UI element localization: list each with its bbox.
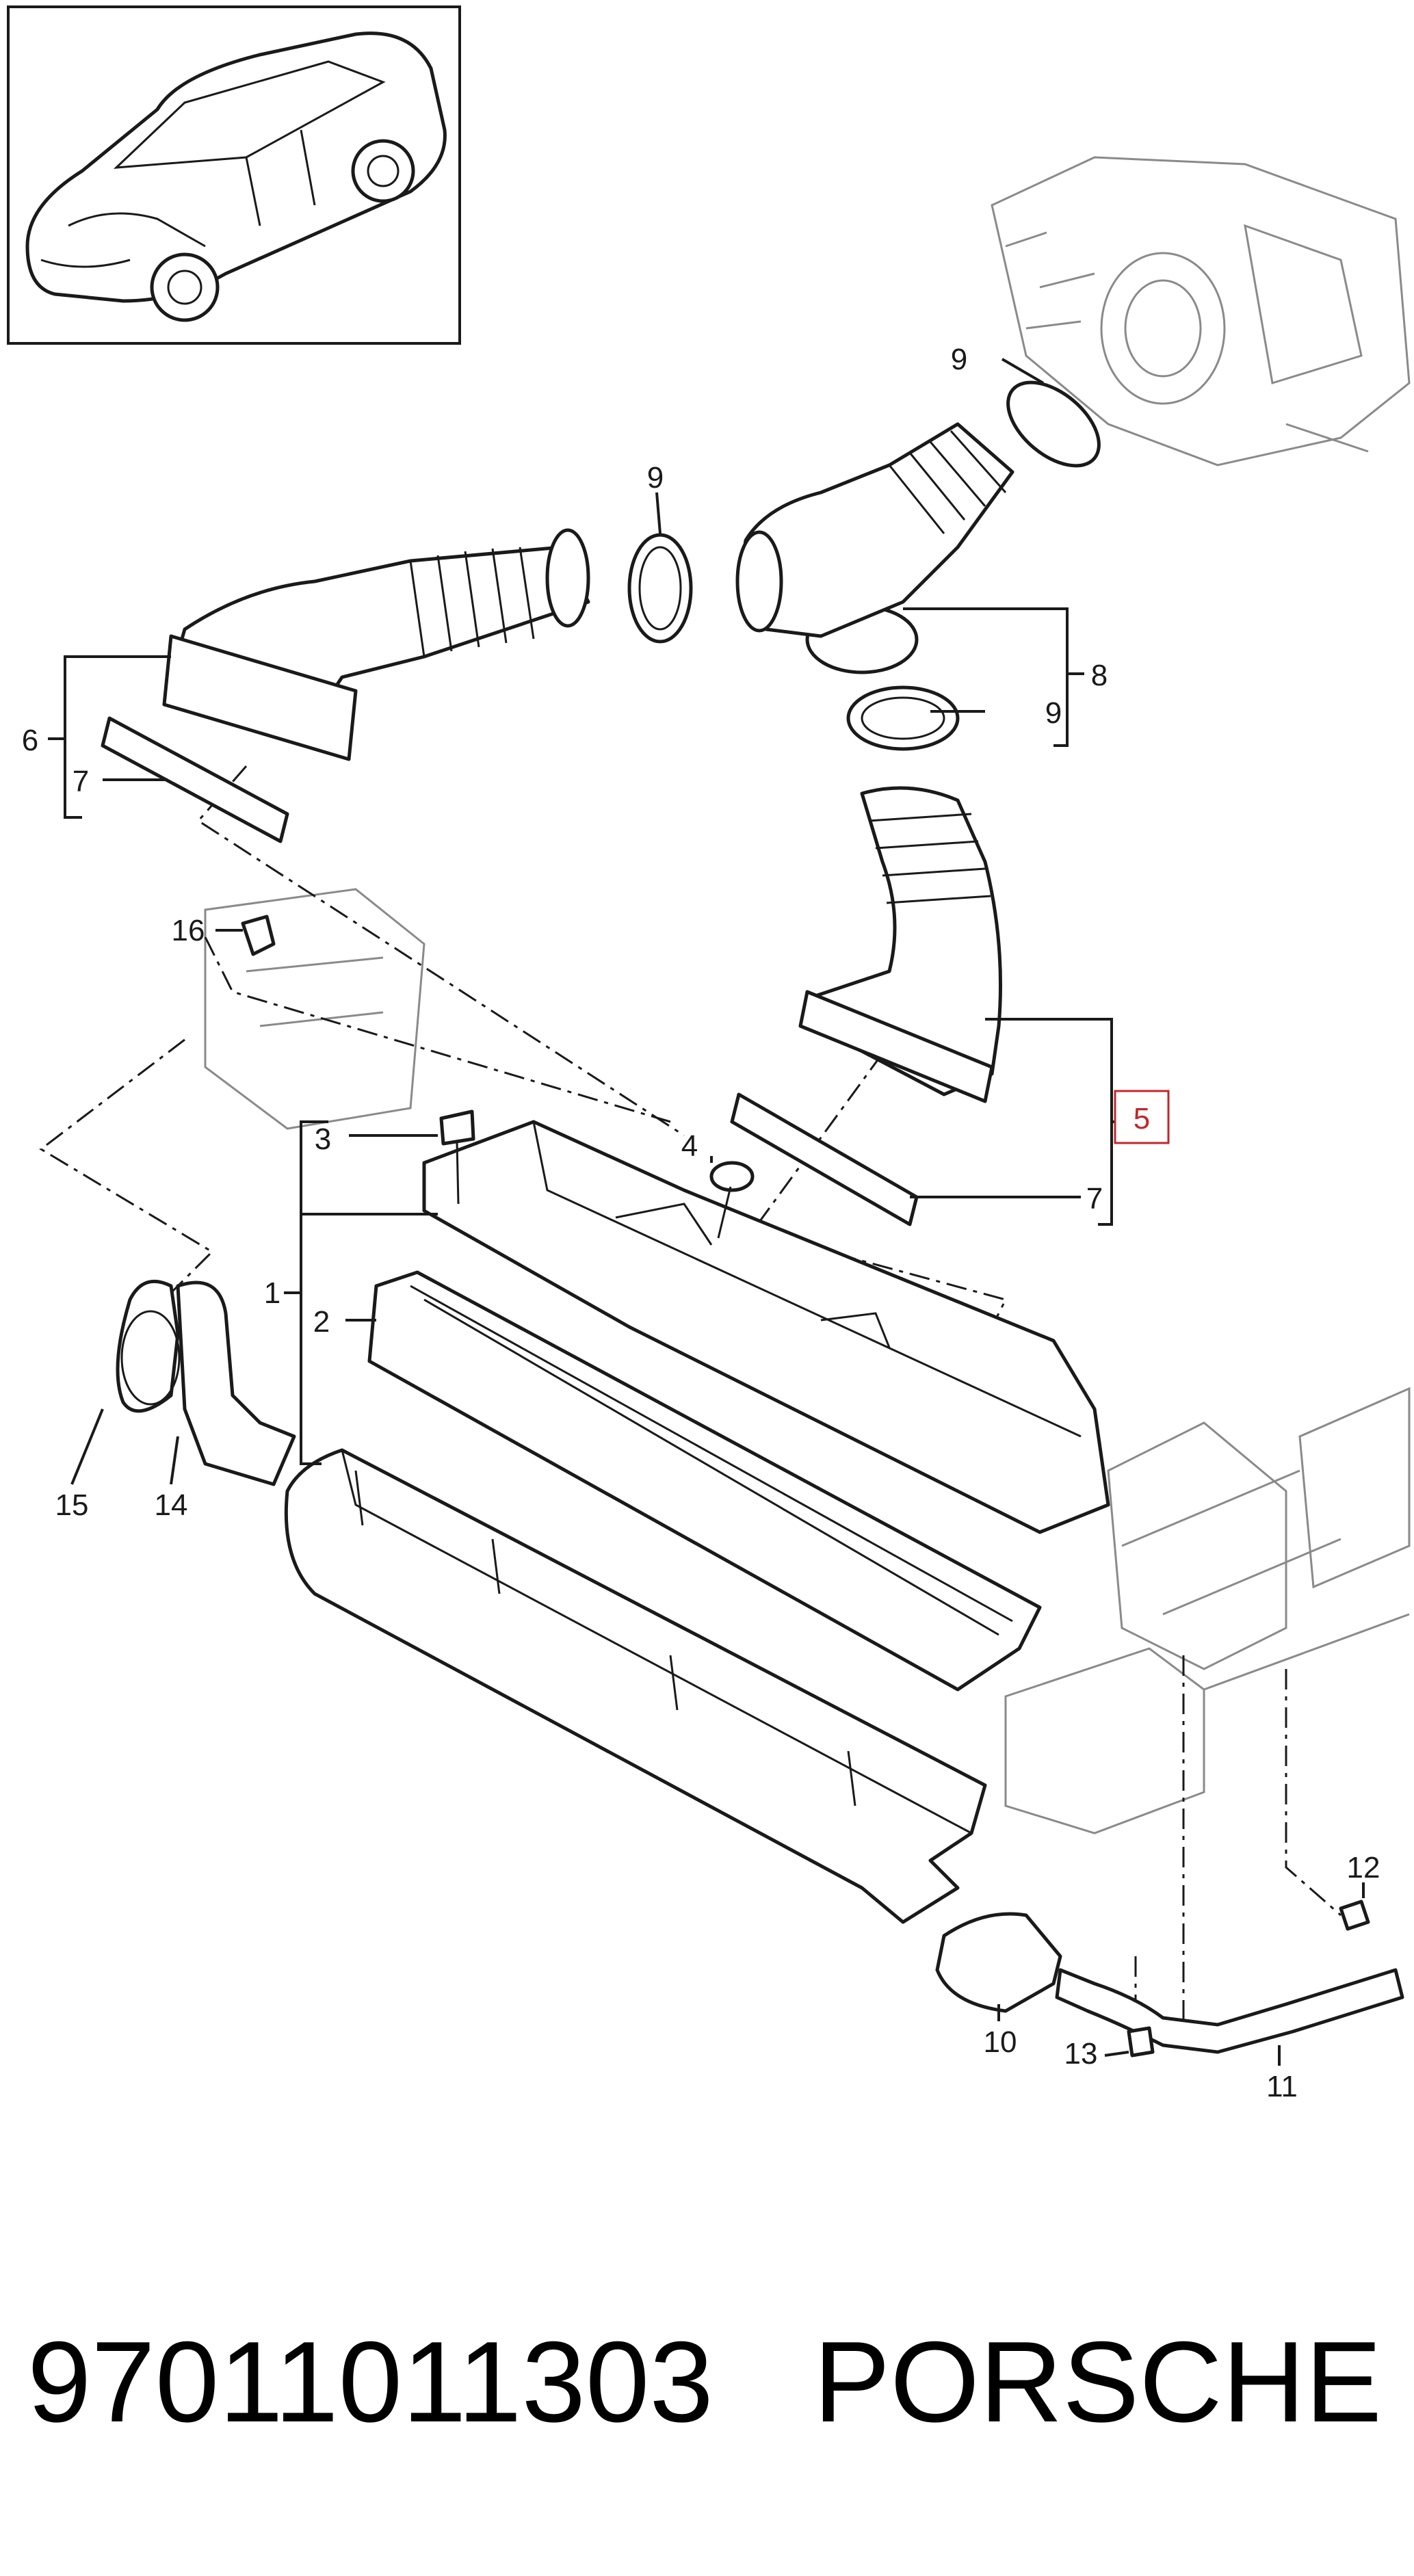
footer: 97011011303 PORSCHE — [27, 2317, 1382, 2446]
left-duct-and-seal — [116, 1279, 296, 1486]
filter-element — [367, 1270, 1042, 1692]
callout-label: 4 — [681, 1129, 698, 1163]
callout-highlight[interactable]: 5 — [1114, 1090, 1170, 1144]
resonator-pipe — [935, 1900, 1404, 2058]
callout-label: 16 — [172, 914, 205, 947]
callout-label: 2 — [313, 1305, 330, 1339]
brand-name: PORSCHE — [813, 2317, 1382, 2446]
callout-label: 7 — [1086, 1182, 1103, 1215]
callout-label: 8 — [1091, 659, 1108, 692]
callout-labels: 1 2 3 4 5 6 7 7 8 9 9 9 10 11 12 13 14 1… — [22, 343, 1380, 2103]
callout-label-highlighted: 5 — [1134, 1102, 1150, 1135]
callout-label: 13 — [1064, 2037, 1098, 2071]
left-intake-hose — [101, 528, 590, 843]
callout-label: 3 — [315, 1122, 331, 1156]
callout-label: 9 — [951, 343, 967, 376]
airbox-lower — [284, 1448, 987, 1924]
upper-right-hose — [735, 422, 1014, 638]
callout-label: 11 — [1266, 2070, 1298, 2103]
highlight-box — [1114, 1090, 1170, 1144]
vehicle-thumbnail — [7, 5, 461, 345]
callout-label: 9 — [1045, 696, 1062, 730]
callout-label: 10 — [984, 2025, 1017, 2059]
airbox-lid — [422, 1120, 1110, 1534]
engine-throttle-ghost — [991, 156, 1411, 466]
chassis-ghost — [204, 888, 1411, 1835]
callout-label: 6 — [22, 724, 38, 757]
callout-label: 14 — [155, 1488, 188, 1522]
part-number: 97011011303 — [27, 2317, 713, 2446]
callout-label: 9 — [647, 461, 664, 495]
callout-label: 15 — [55, 1488, 89, 1522]
callout-label: 12 — [1347, 1851, 1380, 1884]
fasteners — [241, 915, 755, 1239]
callout-label: 1 — [264, 1276, 280, 1310]
callout-label: 7 — [73, 765, 89, 798]
leader-lines — [48, 358, 1365, 2066]
lower-right-hose — [730, 786, 1002, 1226]
